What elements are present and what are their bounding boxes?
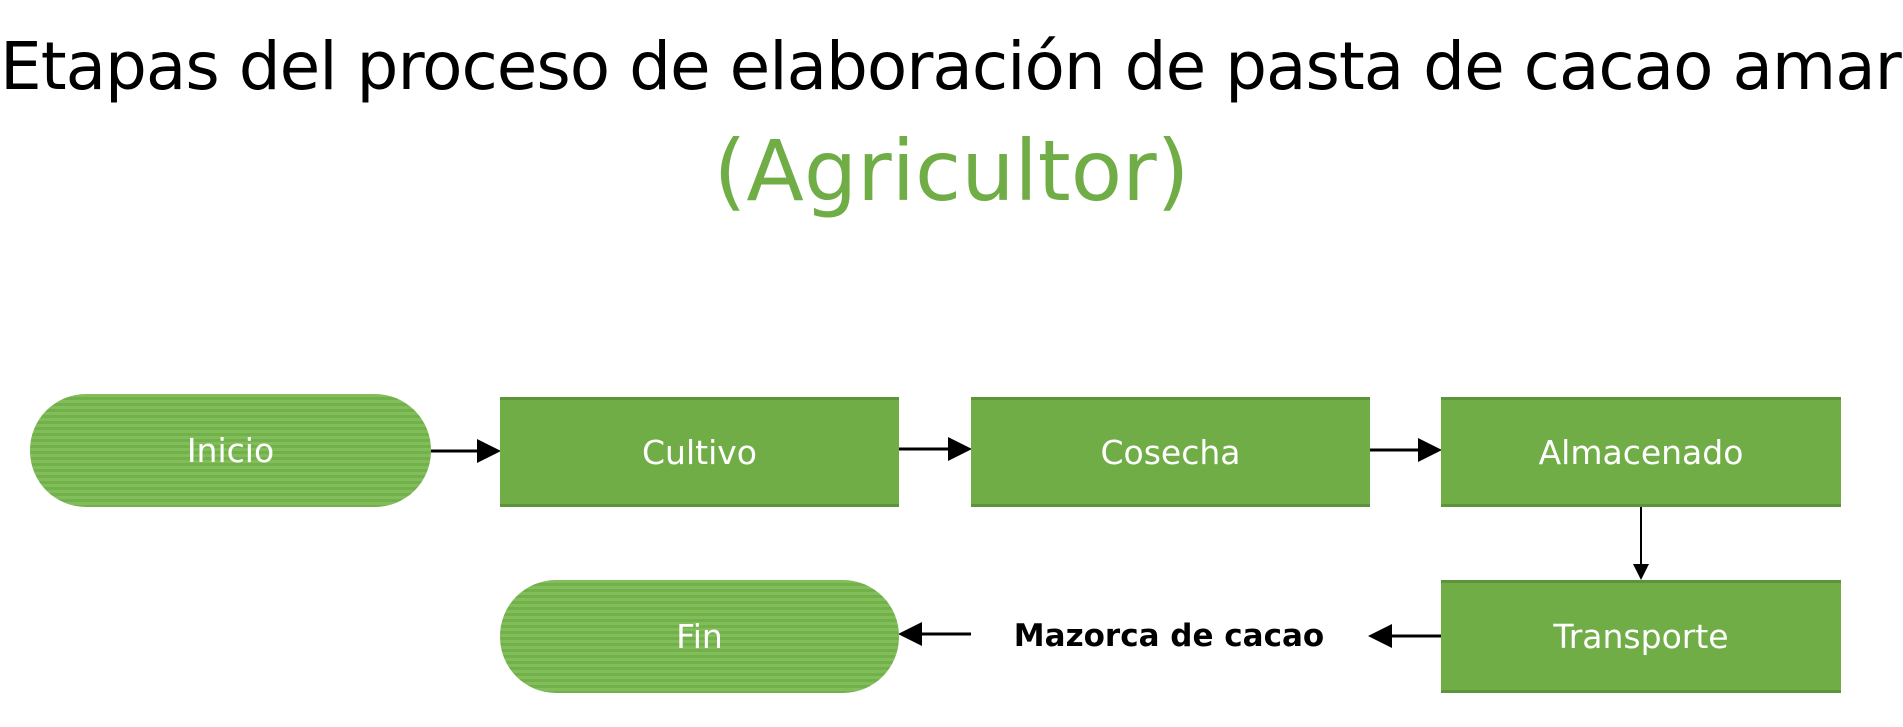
slide-title: Etapas del proceso de elaboración de pas…	[0, 28, 1903, 105]
cultivo-label: Cultivo	[642, 432, 757, 472]
start-label: Inicio	[186, 431, 275, 470]
cosecha-node: Cosecha	[971, 397, 1370, 507]
cultivo-node: Cultivo	[500, 397, 899, 507]
end-node: Fin	[500, 580, 899, 693]
almacenado-label: Almacenado	[1538, 432, 1744, 472]
start-node: Inicio	[30, 394, 431, 507]
cosecha-label: Cosecha	[1100, 432, 1241, 472]
transporte-label: Transporte	[1553, 617, 1729, 656]
output-label: Mazorca de cacao	[1013, 618, 1325, 654]
transporte-node: Transporte	[1441, 580, 1841, 693]
end-label: Fin	[676, 617, 723, 656]
almacenado-node: Almacenado	[1441, 397, 1841, 507]
slide-subtitle: (Agricultor)	[713, 122, 1190, 220]
